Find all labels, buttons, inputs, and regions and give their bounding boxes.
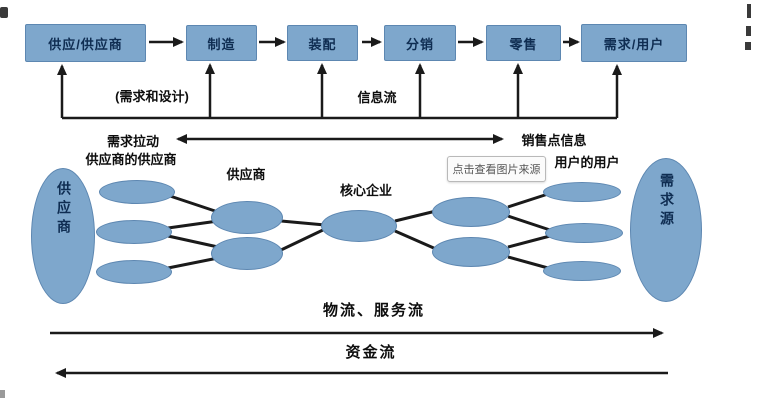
node-user-2	[432, 237, 510, 267]
node-suppliers-supplier-3	[96, 260, 172, 284]
link-u2-r2	[507, 234, 551, 249]
label-users-user: 用户的用户	[554, 155, 620, 170]
demand-source-oval-label: 需求源	[659, 173, 675, 230]
chain-box-supply-supplier: 供应/供应商	[25, 24, 146, 62]
chain-box-demand-user: 需求/用户	[581, 24, 687, 62]
node-supplier-1	[211, 201, 283, 234]
node-suppliers-supplier-1	[99, 180, 175, 204]
chain-box-manufacture: 制造	[186, 25, 257, 61]
chain-box-assembly: 装配	[287, 25, 358, 61]
node-users-user-2	[545, 223, 623, 243]
label-logistics-service-flow: 物流、服务流	[322, 302, 426, 319]
link-core-u2	[394, 229, 437, 251]
label-capital-flow: 资金流	[345, 344, 397, 361]
label-suppliers-supplier: 供应商的供应商	[85, 152, 177, 167]
link-s2-m2	[167, 234, 219, 249]
link-u1-r1	[507, 192, 549, 209]
label-demand-and-design: (需求和设计)	[115, 89, 189, 104]
chain-box-label: 供应/供应商	[48, 36, 123, 52]
supply-source-oval-label: 供应商	[56, 181, 72, 238]
demand-source-oval	[630, 158, 702, 302]
label-supplier: 供应商	[226, 167, 266, 182]
chain-box-label: 分销	[405, 36, 434, 52]
node-core-enterprise	[321, 210, 397, 242]
label-information-flow: 信息流	[357, 90, 397, 105]
scan-artifact-bottom-left	[0, 390, 5, 398]
link-s3-m2	[167, 256, 219, 270]
node-suppliers-supplier-2	[96, 220, 172, 244]
link-s2-m1	[167, 219, 219, 230]
link-u1-r2	[507, 214, 551, 232]
node-supplier-2	[211, 237, 283, 270]
label-core-enterprise: 核心企业	[339, 183, 393, 198]
link-u2-r3	[507, 255, 549, 270]
node-users-user-3	[543, 261, 621, 281]
scan-artifact-right-1	[747, 4, 751, 18]
node-users-user-1	[543, 182, 621, 202]
chain-box-label: 制造	[207, 36, 236, 52]
scan-artifact-right-3	[745, 42, 751, 50]
supply-source-oval	[31, 168, 95, 304]
chain-box-label: 装配	[308, 36, 337, 52]
node-user-1	[432, 197, 510, 227]
image-source-watermark-text: 点击查看图片来源	[452, 164, 541, 176]
chain-box-retail: 零售	[486, 25, 561, 61]
chain-box-distribution: 分销	[384, 25, 456, 61]
scan-artifact-top-left	[0, 7, 8, 18]
link-s1-m1	[169, 194, 219, 214]
chain-box-label: 需求/用户	[603, 36, 665, 52]
label-pos-info: 销售点信息	[521, 133, 587, 148]
link-core-u1	[394, 209, 437, 223]
chain-box-label: 零售	[509, 36, 538, 52]
link-m1-core	[280, 219, 326, 227]
link-m2-core	[280, 227, 326, 252]
scan-artifact-right-2	[746, 26, 751, 36]
label-demand-pull: 需求拉动	[106, 134, 160, 149]
image-source-watermark[interactable]: 点击查看图片来源	[447, 156, 546, 182]
